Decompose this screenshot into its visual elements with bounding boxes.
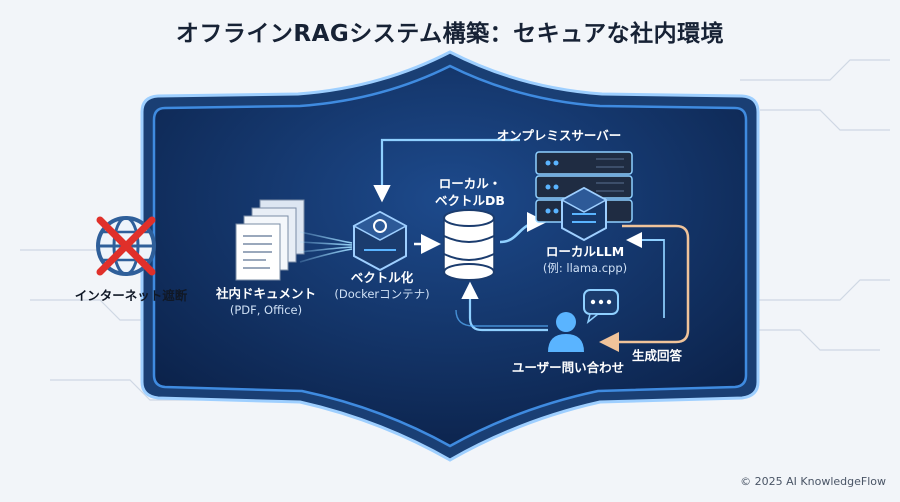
user-query-label: ユーザー問い合わせ xyxy=(511,360,625,375)
vector-db-label-line1: ローカル・ xyxy=(438,176,502,191)
server-label: オンプレミスサーバー xyxy=(496,128,622,143)
blocked-beam xyxy=(160,237,232,251)
page-title: オフラインRAGシステム構築：セキュアな社内環境 xyxy=(175,21,725,47)
documents-title: 社内ドキュメント xyxy=(215,286,316,301)
vector-db-label: ローカル・ ベクトルDB xyxy=(420,176,520,210)
query-to-vectorize-arrow xyxy=(455,309,548,327)
vectorize-container-icon xyxy=(352,210,408,272)
user-icon xyxy=(548,312,584,352)
query-to-db-arrow xyxy=(461,281,548,332)
answer-arrow xyxy=(599,224,690,352)
db-to-llm-arrow xyxy=(499,212,547,244)
llm-label: ローカルLLM (例: llama.cpp) xyxy=(530,244,640,276)
vector-db-label-line2: ベクトルDB xyxy=(435,192,505,208)
documents-subtitle: (PDF, Office) xyxy=(229,302,303,317)
database-icon xyxy=(443,209,495,281)
answer-label: 生成回答 xyxy=(631,348,682,363)
copyright: © 2025 AI KnowledgeFlow xyxy=(740,475,886,488)
llm-subtitle: (例: llama.cpp) xyxy=(542,260,628,275)
vectorize-label: ベクトル化 (Dockerコンテナ) xyxy=(322,270,442,302)
documents-icon xyxy=(235,199,305,281)
chat-bubble-icon xyxy=(583,289,619,324)
blocked-cross-icon xyxy=(96,216,156,276)
docs-to-vectorize-beams xyxy=(299,231,353,263)
circuit-decoration xyxy=(20,59,890,401)
vectorize-title: ベクトル化 xyxy=(350,270,414,285)
server-loop-arrow xyxy=(373,138,520,203)
internet-blocked-label: インターネット遮断 xyxy=(74,288,188,303)
documents-label: 社内ドキュメント (PDF, Office) xyxy=(206,286,326,318)
llm-title: ローカルLLM xyxy=(545,244,625,259)
vectorize-subtitle: (Dockerコンテナ) xyxy=(334,286,430,301)
server-rack-icon xyxy=(535,151,633,242)
